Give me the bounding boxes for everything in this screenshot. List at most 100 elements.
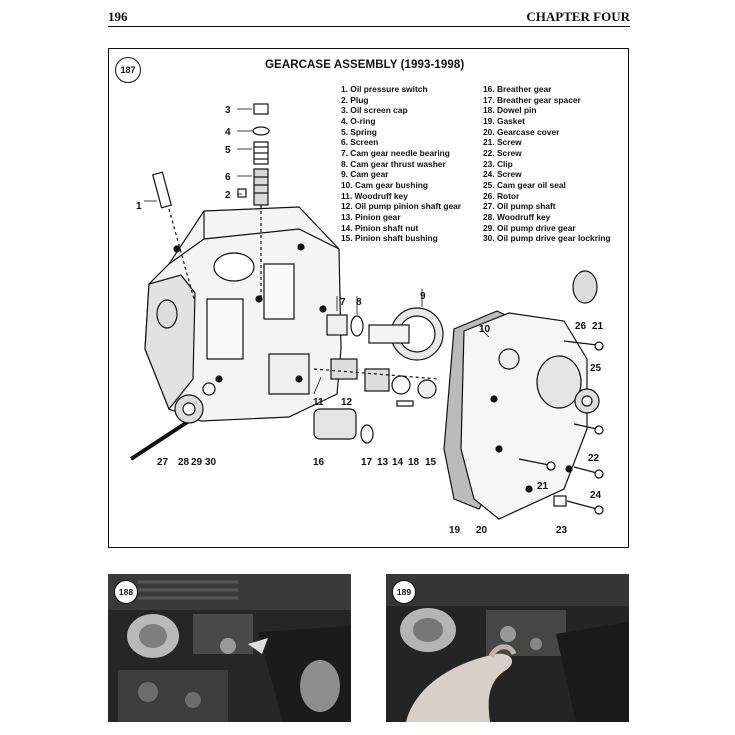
parts-list-item: 23. Clip xyxy=(483,158,513,169)
screw-21b xyxy=(518,458,550,466)
callout-17: 17 xyxy=(361,457,373,468)
clip xyxy=(553,495,567,507)
parts-list-item: 5. Spring xyxy=(341,126,377,137)
parts-list-left: 1. Oil pressure switch 2. Plug 3. Oil sc… xyxy=(341,84,461,244)
parts-list-item: 3. Oil screen cap xyxy=(341,105,408,116)
breather-gear xyxy=(313,408,357,440)
parts-list-item: 12. Oil pump pinion shaft gear xyxy=(341,201,462,212)
parts-list-item: 11. Woodruff key xyxy=(341,190,408,201)
callout-18: 18 xyxy=(408,457,420,468)
oil-pump-drive-gear-lockring xyxy=(202,382,216,396)
callout-27: 27 xyxy=(157,457,169,468)
callout-16: 16 xyxy=(313,457,325,468)
parts-list-item: 16. Breather gear xyxy=(483,84,552,94)
photo-number-badge: 188 xyxy=(114,580,138,604)
callout-2: 2 xyxy=(225,190,231,201)
callout-30: 30 xyxy=(205,457,217,468)
callout-21b: 21 xyxy=(537,481,549,492)
callout-12: 12 xyxy=(341,397,353,408)
photo-number-badge: 189 xyxy=(392,580,416,604)
breather-gear-spacer xyxy=(360,424,374,444)
parts-list-item: 18. Dowel pin xyxy=(483,105,537,116)
parts-list-item: 15. Pinion shaft bushing xyxy=(341,233,438,244)
parts-list-item: 27. Oil pump shaft xyxy=(483,201,556,212)
chapter-title: CHAPTER FOUR xyxy=(526,9,630,24)
parts-list-item: 7. Cam gear needle bearing xyxy=(341,147,450,158)
parts-list-item: 26. Rotor xyxy=(483,190,520,201)
callout-11: 11 xyxy=(313,397,324,408)
page-header: 196 CHAPTER FOUR xyxy=(108,6,630,27)
parts-list-item: 4. O-ring xyxy=(341,115,376,126)
crankcase-bore xyxy=(213,252,255,282)
callout-24: 24 xyxy=(590,490,602,501)
screw-24 xyxy=(573,466,598,474)
oil-pressure-switch xyxy=(152,171,172,209)
callout-9: 9 xyxy=(420,291,426,302)
callout-19: 19 xyxy=(449,525,461,536)
screen xyxy=(253,168,269,206)
parts-list-item: 13. Pinion gear xyxy=(341,211,401,222)
gearcase-cover xyxy=(460,312,588,520)
parts-list-item: 20. Gearcase cover xyxy=(483,126,560,137)
parts-list-item: 14. Pinion shaft nut xyxy=(341,222,419,233)
cam-gear-thrust-washer xyxy=(350,315,364,337)
callout-22: 22 xyxy=(588,453,600,464)
parts-list-item: 17. Breather gear spacer xyxy=(483,94,581,105)
callout-4: 4 xyxy=(225,127,231,138)
oil-pump-shaft xyxy=(129,419,191,461)
engine-photo-189: 189 xyxy=(386,574,629,722)
engine-photo-image xyxy=(386,574,629,722)
screw-21a xyxy=(563,340,598,346)
gearcase-assembly-figure: 3 4 5 6 2 1 7 8 9 10 11 12 16 17 13 14 1… xyxy=(108,48,629,548)
parts-list-item: 9. Cam gear xyxy=(341,169,389,180)
pinion-shaft-nut xyxy=(391,375,411,395)
callout-26: 26 xyxy=(575,321,587,332)
callout-3: 3 xyxy=(225,105,231,116)
gearcase-exploded-drawing: 3 4 5 6 2 1 7 8 9 10 11 12 16 17 13 14 1… xyxy=(129,103,604,536)
parts-list-item: 2. Plug xyxy=(341,94,369,105)
callout-21a: 21 xyxy=(592,321,604,332)
parts-list-item: 29. Oil pump drive gear xyxy=(483,222,576,233)
engine-photo-image xyxy=(108,574,351,722)
parts-list-item: 30. Oil pump drive gear lockring xyxy=(483,233,611,244)
rotor xyxy=(572,270,598,304)
callout-6: 6 xyxy=(225,172,231,183)
parts-list-item: 25. Cam gear oil seal xyxy=(483,179,566,190)
callout-7: 7 xyxy=(340,297,346,308)
parts-list-item: 6. Screen xyxy=(341,137,379,148)
parts-list-item: 21. Screw xyxy=(483,137,522,148)
callout-13: 13 xyxy=(377,457,389,468)
parts-list-item: 19. Gasket xyxy=(483,115,525,126)
parts-list-item: 10. Cam gear bushing xyxy=(341,179,429,190)
engine-photo-188: 188 xyxy=(108,574,351,722)
cam-gear-needle-bearing xyxy=(326,314,348,336)
callout-20: 20 xyxy=(476,525,488,536)
callout-1: 1 xyxy=(136,201,142,212)
callout-28: 28 xyxy=(178,457,190,468)
parts-list-right: 16. Breather gear 17. Breather gear spac… xyxy=(483,84,611,244)
plug xyxy=(237,188,247,198)
oil-pump-pinion-shaft-gear xyxy=(330,358,358,380)
parts-list-item: 1. Oil pressure switch xyxy=(341,84,428,94)
screw-22 xyxy=(573,423,598,430)
pinion-gear xyxy=(364,368,390,392)
callout-25: 25 xyxy=(590,363,602,374)
parts-list-item: 28. Woodruff key xyxy=(483,211,551,222)
page-number: 196 xyxy=(108,9,128,24)
callout-14: 14 xyxy=(392,457,404,468)
figure-title: GEARCASE ASSEMBLY (1993-1998) xyxy=(265,59,465,71)
parts-list-item: 24. Screw xyxy=(483,169,522,180)
callout-29: 29 xyxy=(191,457,203,468)
figure-number-badge: 187 xyxy=(115,57,141,83)
callout-23: 23 xyxy=(556,525,568,536)
dowel-pin xyxy=(396,400,414,407)
callout-8: 8 xyxy=(356,297,362,308)
o-ring xyxy=(252,126,270,136)
callout-15: 15 xyxy=(425,457,437,468)
callout-10: 10 xyxy=(479,324,491,335)
parts-list-item: 22. Screw xyxy=(483,147,522,158)
callout-5: 5 xyxy=(225,145,231,156)
pinion-shaft-bushing xyxy=(417,379,437,399)
oil-screen-cap xyxy=(253,103,269,115)
parts-list-item: 8. Cam gear thrust washer xyxy=(341,158,446,169)
